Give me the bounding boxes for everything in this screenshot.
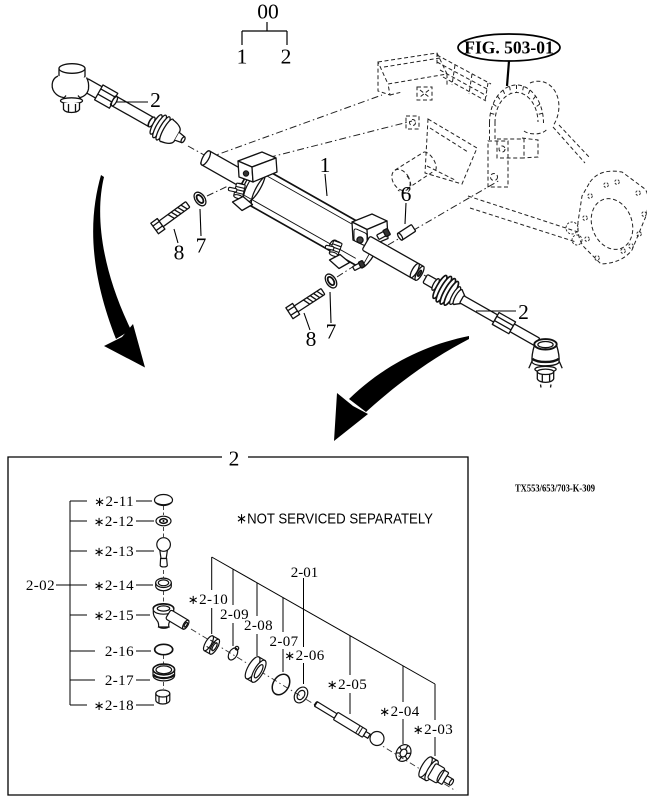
svg-text:∗2-05: ∗2-05 bbox=[327, 677, 367, 693]
svg-text:8: 8 bbox=[174, 241, 185, 265]
svg-text:00: 00 bbox=[257, 0, 279, 24]
svg-text:2-16: 2-16 bbox=[105, 644, 134, 660]
svg-text:2: 2 bbox=[518, 300, 529, 324]
svg-text:∗2-10: ∗2-10 bbox=[188, 592, 228, 608]
svg-text:∗2-06: ∗2-06 bbox=[284, 648, 324, 664]
svg-text:2: 2 bbox=[281, 45, 292, 69]
svg-text:7: 7 bbox=[326, 320, 337, 344]
svg-text:∗2-18: ∗2-18 bbox=[94, 698, 134, 714]
svg-text:∗2-12: ∗2-12 bbox=[94, 514, 134, 530]
svg-text:∗2-04: ∗2-04 bbox=[379, 704, 419, 720]
svg-text:∗2-11: ∗2-11 bbox=[94, 494, 134, 510]
svg-text:2-07: 2-07 bbox=[269, 634, 298, 650]
svg-text:∗2-14: ∗2-14 bbox=[94, 578, 134, 594]
svg-text:2-17: 2-17 bbox=[105, 673, 134, 689]
svg-text:7: 7 bbox=[196, 234, 207, 258]
svg-text:1: 1 bbox=[237, 45, 248, 69]
svg-text:6: 6 bbox=[401, 182, 412, 206]
svg-text:2-09: 2-09 bbox=[220, 607, 249, 623]
svg-text:∗2-13: ∗2-13 bbox=[94, 544, 134, 560]
svg-text:8: 8 bbox=[306, 327, 317, 351]
svg-text:TX553/653/703-K-309: TX553/653/703-K-309 bbox=[515, 484, 595, 495]
svg-text:2: 2 bbox=[150, 88, 161, 112]
svg-text:∗NOT SERVICED SEPARATELY: ∗NOT SERVICED SEPARATELY bbox=[236, 511, 433, 528]
svg-text:2: 2 bbox=[229, 447, 240, 471]
svg-text:2-01: 2-01 bbox=[291, 565, 319, 581]
svg-text:1: 1 bbox=[320, 153, 331, 177]
svg-text:∗2-15: ∗2-15 bbox=[94, 608, 134, 624]
svg-text:∗2-03: ∗2-03 bbox=[413, 722, 453, 738]
svg-text:2-02: 2-02 bbox=[26, 578, 55, 594]
svg-text:FIG. 503-01: FIG. 503-01 bbox=[464, 38, 553, 58]
svg-text:2-08: 2-08 bbox=[244, 618, 273, 634]
